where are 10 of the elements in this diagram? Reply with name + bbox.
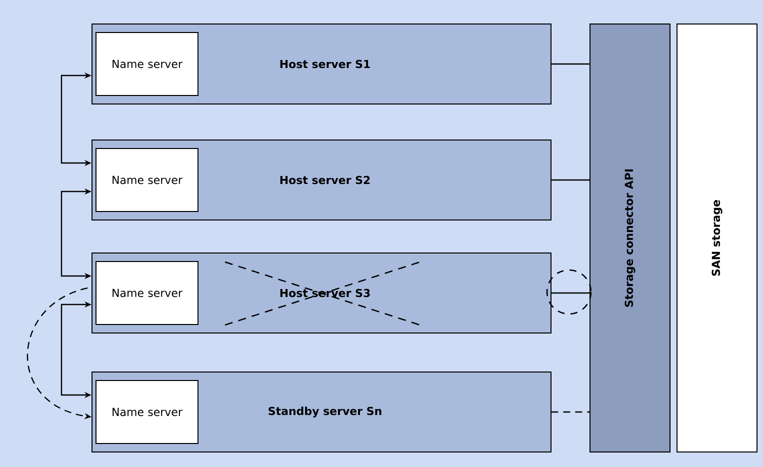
- name-server-box: Name server: [96, 148, 198, 212]
- name-server-box: Name server: [96, 380, 198, 444]
- storage-api-bar: Storage connector API: [590, 24, 670, 452]
- connector-line: [551, 411, 590, 413]
- connector-line: [551, 63, 590, 65]
- connector-line: [551, 179, 590, 181]
- name-server-box: Name server: [96, 32, 198, 96]
- name-server-box: Name server: [96, 261, 198, 325]
- storage-bar: SAN storage: [676, 24, 758, 452]
- connector-line: [551, 292, 590, 294]
